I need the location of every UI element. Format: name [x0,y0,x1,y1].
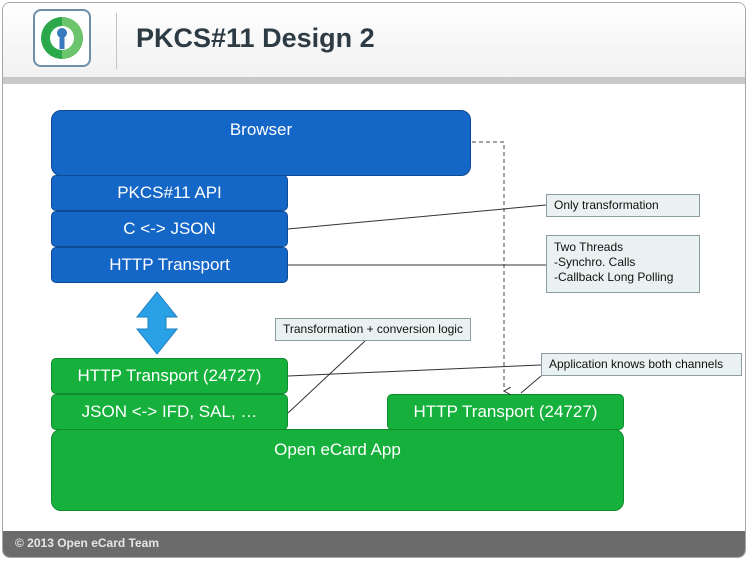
header-separator [116,13,117,69]
open-ecard-app-label: Open eCard App [274,440,401,459]
open-ecard-app-box: Open eCard App [51,429,624,511]
json-ifd-box: JSON <-> IFD, SAL, … [51,394,288,430]
page-title: PKCS#11 Design 2 [136,23,375,53]
callout-line-only-transformation [287,204,547,230]
http-transport-app-left-box: HTTP Transport (24727) [51,358,288,394]
callout-two-threads-line-2: -Synchro. Calls [554,255,636,269]
header-bar: PKCS#11 Design 2 [3,3,745,84]
pkcs11-api-box: PKCS#11 API [51,175,288,211]
browser-label: Browser [229,120,293,139]
http-transport-browser-label: HTTP Transport [109,255,230,274]
callout-app-channels-text: Application knows both channels [549,357,724,371]
callout-line-app-channels-right [520,375,542,394]
callout-two-threads: Two Threads -Synchro. Calls -Callback Lo… [546,235,700,293]
callout-line-transformation-logic [287,340,366,414]
dashed-channel-arrow [472,141,504,391]
double-arrow-icon [135,291,179,355]
callout-two-threads-line-3: -Callback Long Polling [554,270,674,284]
http-transport-app-left-label: HTTP Transport (24727) [77,366,262,385]
connector-lines [135,141,547,414]
callout-two-threads-line-1: Two Threads [554,240,624,254]
c-json-box: C <-> JSON [51,211,288,247]
callout-transformation-logic-text: Transformation + conversion logic [283,322,463,336]
footer-copyright: © 2013 Open eCard Team [15,536,160,550]
json-ifd-label: JSON <-> IFD, SAL, … [81,402,258,421]
http-transport-app-right-label: HTTP Transport (24727) [413,402,598,421]
callout-line-app-channels-left [287,364,542,377]
c-json-label: C <-> JSON [123,219,216,238]
open-ecard-logo-icon [33,9,91,67]
callout-app-channels: Application knows both channels [541,353,742,376]
http-transport-browser-box: HTTP Transport [51,247,288,283]
http-transport-app-right-box: HTTP Transport (24727) [387,394,624,430]
callout-only-transformation: Only transformation [546,194,700,217]
callout-transformation-logic: Transformation + conversion logic [275,318,471,341]
footer-bar: © 2013 Open eCard Team [3,531,745,557]
pkcs11-api-label: PKCS#11 API [117,183,222,202]
callout-only-transformation-text: Only transformation [554,198,659,212]
